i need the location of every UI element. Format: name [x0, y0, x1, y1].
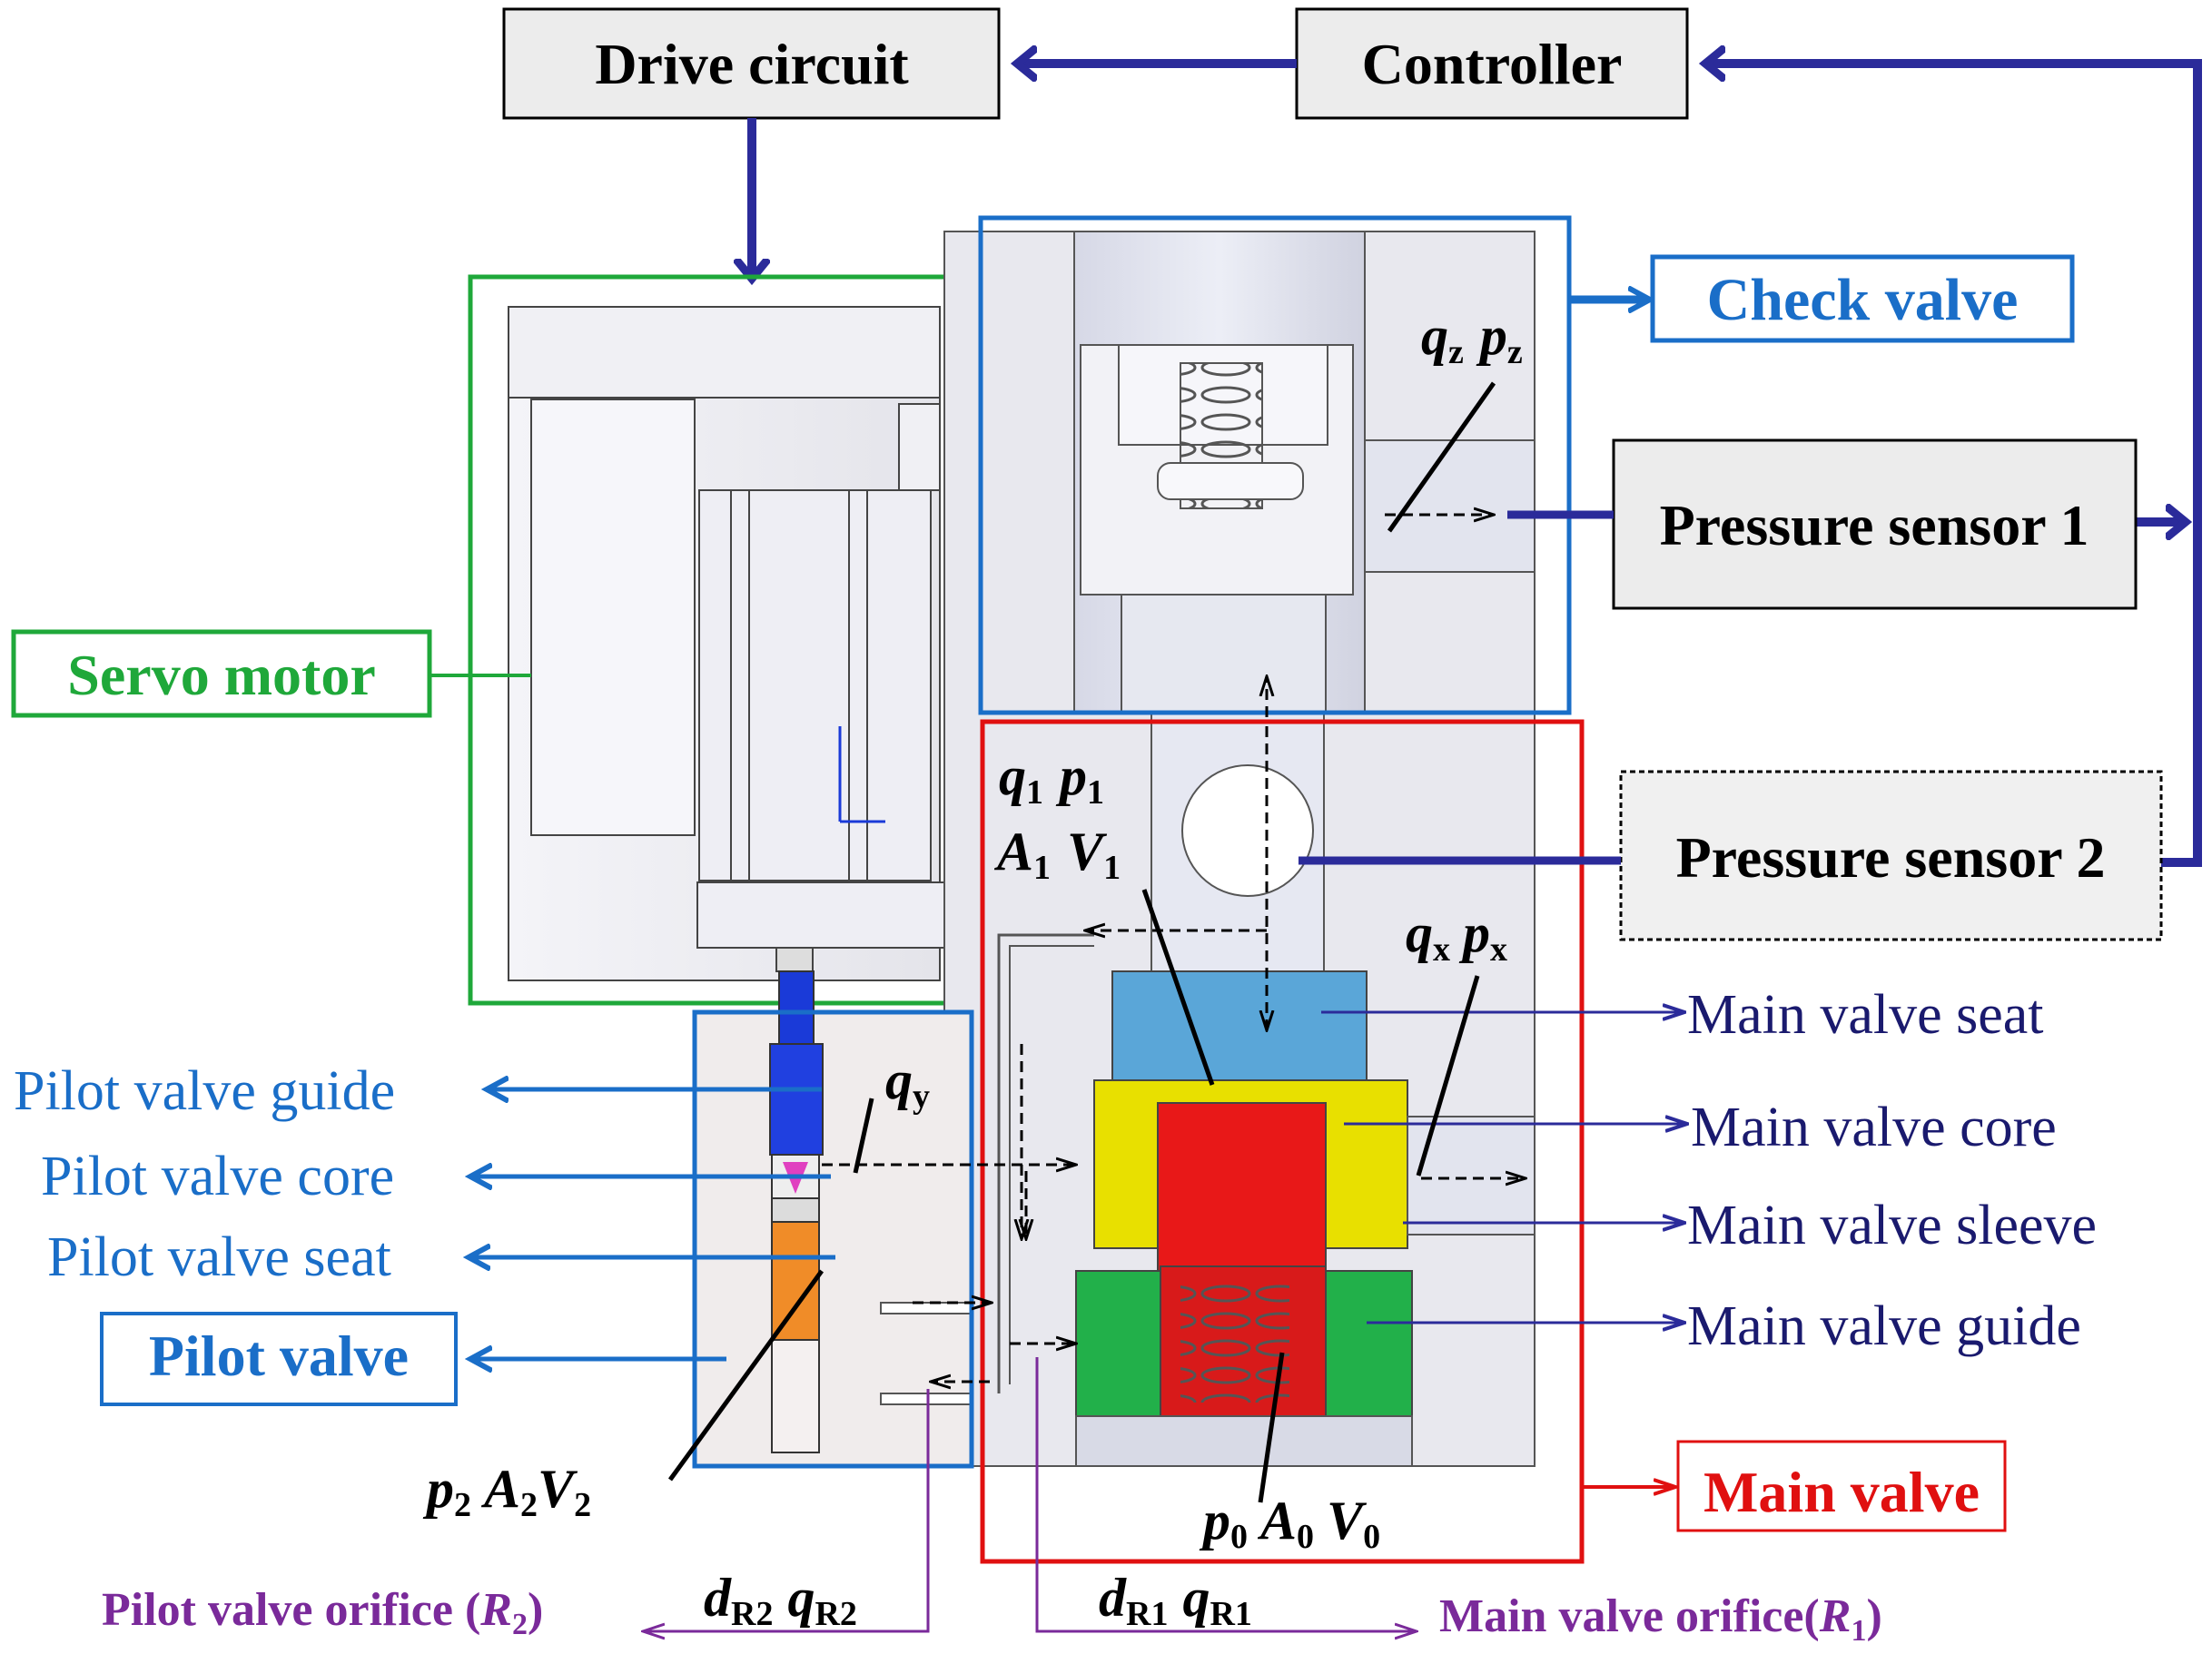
pilot-valve-core-label: Pilot valve core: [41, 1146, 394, 1207]
pilot-valve-outline: [692, 1009, 974, 1469]
check-valve-label: Check valve: [1707, 267, 2019, 333]
main-valve-seat-label: Main valve seat: [1687, 984, 2044, 1046]
main-orifice-leader: [1035, 1357, 1417, 1631]
pilot-valve-seat-label: Pilot valve seat: [47, 1226, 391, 1288]
pilot-valve-orifice-label: Pilot valve orifice (R2): [102, 1584, 543, 1641]
drive-circuit-label: Drive circuit: [595, 32, 909, 96]
controller-box: Controller: [1295, 7, 1689, 120]
main-valve-core-label: Main valve core: [1691, 1097, 2057, 1158]
flow-arrows: [822, 515, 1526, 1382]
servo-motor-label: Servo motor: [67, 643, 375, 707]
pilot-valve-label: Pilot valve: [149, 1324, 409, 1388]
main-valve-guide-label: Main valve guide: [1687, 1295, 2081, 1357]
main-valve-label: Main valve: [1703, 1460, 1980, 1524]
pilot-passage: [997, 933, 1094, 1393]
drive-circuit-box: Drive circuit: [502, 7, 1001, 120]
main-valve-sleeve-label: Main valve sleeve: [1687, 1195, 2097, 1256]
main-valve-orifice-label: Main valve orifice(R1): [1439, 1590, 1882, 1648]
servo-motor-assembly: [508, 306, 945, 981]
check-valve-outline: [978, 215, 1572, 715]
leader-lines: [667, 381, 1496, 1503]
pilot-orifice-leader: [643, 1389, 930, 1631]
pilot-callouts: Pilot valve guide Pilot valve core Pilot…: [14, 1060, 835, 1288]
main-callouts: Main valve seat Main valve core Main val…: [1321, 984, 2097, 1357]
pilot-passage-2: [1009, 945, 1094, 1384]
pressure-sensor-2-label: Pressure sensor 2: [1676, 825, 2106, 890]
pilot-valve-label-box: Pilot valve: [100, 1312, 726, 1406]
valve-body: [943, 231, 1536, 1467]
controller-label: Controller: [1362, 32, 1623, 96]
main-valve-label-box: Main valve: [1582, 1440, 2007, 1532]
pressure-sensor-1-label: Pressure sensor 1: [1660, 493, 2089, 557]
feedback-loop-line: [1707, 64, 2202, 862]
pressure-sensor-1-box: Pressure sensor 1: [1612, 438, 2138, 610]
check-valve-label-box: Check valve: [1569, 254, 2075, 343]
pressure-sensor-2-box: Pressure sensor 2: [1619, 770, 2163, 941]
qy-symbol: qy: [885, 1050, 930, 1116]
servo-motor-label-box: Servo motor: [11, 629, 531, 718]
main-valve-outline: [980, 719, 1585, 1564]
pilot-valve-guide-label: Pilot valve guide: [14, 1060, 395, 1122]
